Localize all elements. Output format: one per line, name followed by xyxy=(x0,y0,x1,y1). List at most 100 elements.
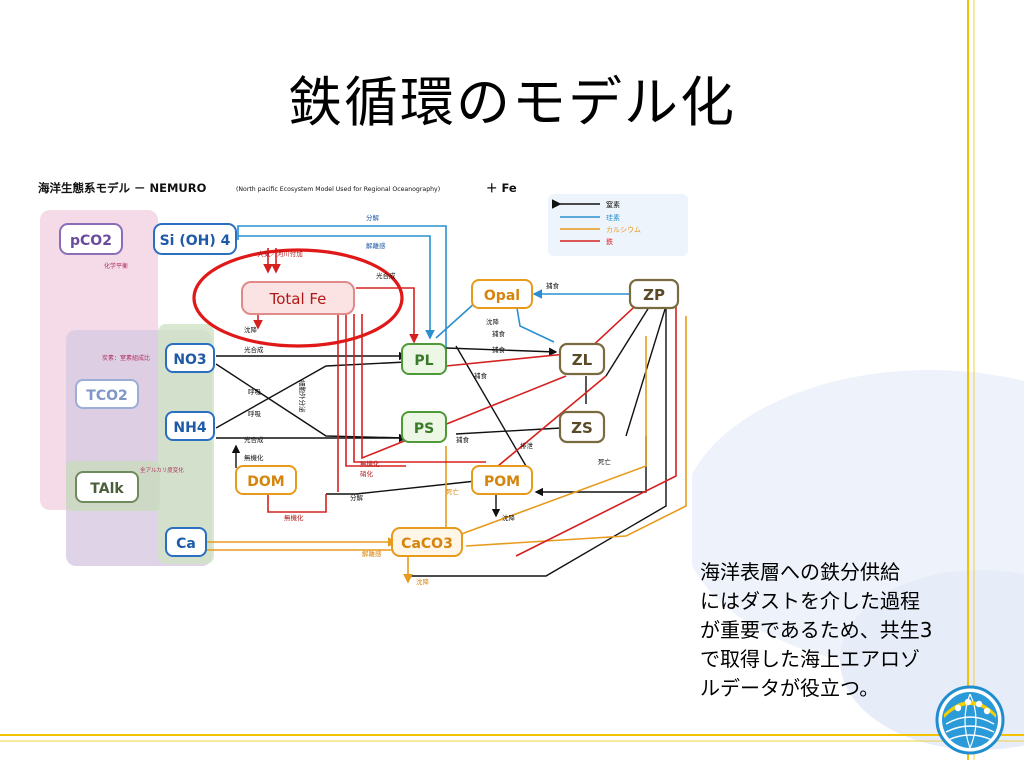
figure-header-paren: (North pacific Ecosystem Model Used for … xyxy=(236,186,440,193)
label-tanso: 炭素：窒素組成比 xyxy=(102,354,150,362)
flow-zl-zp xyxy=(605,303,652,377)
slide-title: 鉄循環のモデル化 xyxy=(288,71,736,134)
flow-fe-ps xyxy=(345,314,406,467)
node-dom: DOM xyxy=(235,465,297,495)
nemuro-diagram: 海洋生態系モデル － NEMURO (North pacific Ecosyst… xyxy=(26,176,692,600)
figure-header-right: ＋ Fe xyxy=(486,181,517,195)
node-zl-label: ZL xyxy=(572,351,593,369)
node-totalfe-label: Total Fe xyxy=(269,290,327,308)
label-kokyu-2: 呼吸 xyxy=(248,409,262,418)
region-inorganic xyxy=(158,324,214,564)
flow-fe-zl xyxy=(361,314,567,460)
flow-zp-down xyxy=(406,306,667,577)
node-pco2-label: pCO2 xyxy=(70,233,112,249)
node-caco3: CaCO3 xyxy=(391,527,463,557)
node-nh4: NH4 xyxy=(165,411,215,441)
label-shibo-2: 死亡 xyxy=(446,487,460,496)
node-tco2: TCO2 xyxy=(75,379,139,409)
flow-zs-pom xyxy=(534,436,647,497)
node-pl: PL xyxy=(401,343,447,375)
node-nh4-label: NH4 xyxy=(173,420,206,436)
flow-ps-zs xyxy=(455,427,562,435)
label-kogosei-2: 光合成 xyxy=(244,435,264,444)
label-haisetsu-1: 排泄 xyxy=(520,441,534,450)
node-pl-label: PL xyxy=(414,353,433,369)
node-ps: PS xyxy=(401,411,447,443)
caption: 海洋表層への鉄分供給 にはダストを介した過程 が重要であるため、共生3 で取得し… xyxy=(700,558,962,703)
label-hoshoku-2: 捕食 xyxy=(492,345,506,354)
label-kaiso-si: 解離感 xyxy=(366,241,386,250)
node-zs-label: ZS xyxy=(571,419,593,437)
label-kaiso-ca: 解離感 xyxy=(362,549,382,558)
node-ca-label: Ca xyxy=(176,536,196,552)
label-bunkai-pom: 分解 xyxy=(350,493,364,502)
caption-line-1: 海洋表層への鉄分供給 xyxy=(700,560,900,584)
figure-header-left: 海洋生態系モデル － NEMURO xyxy=(38,181,207,195)
node-pco2: pCO2 xyxy=(59,223,123,255)
label-fe-chinko: 沈降 xyxy=(244,325,258,334)
label-kokyu-1: 呼吸 xyxy=(248,387,262,396)
flow-si-to-pl xyxy=(238,235,435,340)
nemuro-diagram-svg: 海洋生態系モデル － NEMURO (North pacific Ecosyst… xyxy=(38,181,688,586)
label-musekika-red-1: 無機化 xyxy=(360,459,380,468)
flow-fe-pom xyxy=(353,314,486,463)
legend: 窒素 珪素 カルシウム 鉄 xyxy=(552,199,641,246)
caption-line-3: が重要であるため、共生3 xyxy=(700,618,933,642)
node-pom-label: POM xyxy=(484,474,520,490)
nitrogen-flows xyxy=(215,303,667,577)
totalfe-highlight-ellipse xyxy=(192,248,404,348)
node-totalfe: Total Fe xyxy=(241,281,355,315)
flow-opal-pl xyxy=(515,301,555,343)
flow-caco3-zs xyxy=(455,336,647,537)
flow-fe-pl xyxy=(356,287,419,344)
node-dom-label: DOM xyxy=(247,474,284,490)
node-ca: Ca xyxy=(165,527,207,557)
node-zp-label: ZP xyxy=(643,286,665,304)
flow-nh4-pl xyxy=(215,361,407,429)
flow-pom-zl-fe xyxy=(485,375,607,477)
flow-dom-fe xyxy=(267,494,327,513)
legend-label-silicon: 珪素 xyxy=(606,213,620,222)
label-kagaku-heiko: 化学平衡 xyxy=(104,262,128,270)
node-pom: POM xyxy=(471,465,533,495)
legend-label-nitrogen: 窒素 xyxy=(606,200,620,209)
node-tco2-label: TCO2 xyxy=(86,388,127,404)
legend-label-iron: 鉄 xyxy=(606,237,613,246)
label-chinko-caco3: 沈降 xyxy=(416,577,430,586)
flow-pl-zl xyxy=(445,347,558,356)
flow-pl-opal xyxy=(435,301,477,339)
label-hoshoku-3: 捕食 xyxy=(474,371,488,380)
node-talk-label: TAlk xyxy=(90,481,124,497)
node-ps-label: PS xyxy=(414,421,434,437)
node-zl: ZL xyxy=(558,342,606,376)
node-si-label: Si (OH) 4 xyxy=(160,233,231,249)
silicon-flows xyxy=(237,225,631,356)
node-no3-label: NO3 xyxy=(173,352,206,368)
globe-logo-icon xyxy=(935,685,1005,755)
node-zp: ZP xyxy=(628,278,680,310)
label-chinko-opal: 沈降 xyxy=(486,317,500,326)
label-bunkai-si: 分解 xyxy=(366,213,380,222)
node-caco3-label: CaCO3 xyxy=(401,536,453,552)
node-opal: Opal xyxy=(471,279,533,309)
label-zen-alk: 全アルカリ度変化 xyxy=(140,466,184,474)
label-musekika-1: 無機化 xyxy=(244,453,264,462)
node-no3: NO3 xyxy=(165,343,215,373)
label-kogosei-1: 光合成 xyxy=(244,345,264,354)
legend-label-calcium: カルシウム xyxy=(606,226,641,234)
flow-si-upper xyxy=(237,225,447,356)
label-hoshoku-4: 捕食 xyxy=(456,435,470,444)
label-taiki: 大気／河川付加 xyxy=(257,249,303,258)
label-hoshoku-zp: 捕食 xyxy=(546,281,560,290)
node-zs: ZS xyxy=(558,410,606,444)
label-sai-sochi: 細胞外分泌 xyxy=(298,380,307,413)
label-hoshoku-1: 捕食 xyxy=(492,329,506,338)
flow-caco3-zp-fe xyxy=(515,306,677,557)
label-kogosei-fe: 光合成 xyxy=(376,271,396,280)
caption-line-2: にはダストを介した過程 xyxy=(700,589,920,613)
node-talk: TAlk xyxy=(75,471,139,503)
caption-line-5: ルデータが役立つ。 xyxy=(700,676,880,700)
node-si: Si (OH) 4 xyxy=(153,223,237,255)
label-shibo-1: 死亡 xyxy=(598,457,612,466)
node-opal-label: Opal xyxy=(484,288,520,304)
